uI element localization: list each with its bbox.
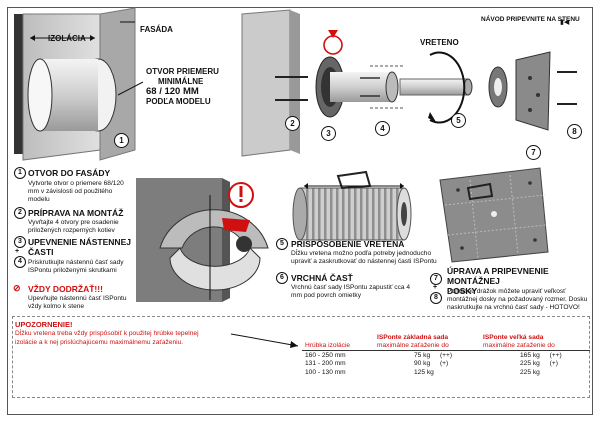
callout-3: 3	[321, 126, 336, 141]
callout-8: 8	[567, 124, 582, 139]
label-hole-size: OTVOR PRIEMERU MINIMÁLNE 68 / 120 MM POD…	[146, 67, 219, 106]
step-4-number: 4	[14, 256, 26, 268]
step-2-title: PRÍPRAVA NA MONTÁŽ	[28, 208, 124, 218]
step-7-number: 7	[430, 273, 442, 285]
step-1-title: OTVOR DO FASÁDY	[28, 168, 111, 178]
wall-icon: ▮◀	[560, 19, 570, 26]
step-6-title: VRCHNÁ ČASŤ	[291, 273, 353, 283]
step-7-plus: +	[433, 284, 438, 291]
threaded-rod-illustration	[292, 170, 412, 241]
callout-7: 7	[526, 145, 541, 160]
step-8-number: 8	[430, 292, 442, 304]
label-fasada: FASÁDA	[140, 25, 173, 34]
step-3-plus: +	[15, 248, 20, 255]
callout-5: 5	[451, 113, 466, 128]
step-6-number: 6	[276, 272, 288, 284]
step-2-number: 2	[14, 207, 26, 219]
table-col1-header: Hrúbka izolácie	[305, 342, 351, 350]
perpendicular-detail	[136, 178, 269, 302]
facade-illustration	[14, 7, 144, 161]
mounting-plate-illustration	[439, 167, 549, 263]
page-frame	[7, 7, 593, 415]
step-5-title: PRISPÔSOBENIE VRETENA	[291, 239, 405, 249]
table-row: 131 - 200 mm 90 kg (+) 225 kg (+)	[305, 360, 558, 368]
callout-2: 2	[285, 116, 300, 131]
notice-box	[12, 316, 590, 398]
notice-text: Dĺžku vretena treba vždy prispôsobiť k p…	[15, 330, 199, 346]
table-col3-sub: maximálne zaťaženie do	[483, 342, 555, 350]
step-1-number: 1	[14, 167, 26, 179]
load-table: ISPonte základná sada ISPonte veľká sada…	[302, 333, 590, 377]
warning-title: VŽDY DODRŽAŤ!!!	[28, 284, 103, 294]
table-col3-title: ISPonte veľká sada	[483, 333, 544, 341]
table-col2-title: ISPonte základná sada	[377, 333, 449, 341]
label-vreteno: VRETENO	[420, 38, 459, 47]
label-izolacia: IZOLÁCIA	[48, 34, 86, 43]
notice-title: UPOZORNENIE!	[15, 320, 73, 329]
table-row: 160 - 250 mm 75 kg (++) 165 kg (++)	[305, 351, 562, 359]
step-5-number: 5	[276, 238, 288, 250]
step-5-text: Dĺžku vretena možno podľa potreby jednod…	[291, 250, 437, 265]
warning-icon: ⊘	[13, 283, 21, 293]
table-col2-sub: maximálne zaťaženie do	[377, 342, 449, 350]
callout-1: 1	[114, 133, 129, 148]
table-row: 100 - 130 mm 125 kg 225 kg	[305, 368, 540, 376]
callout-4: 4	[375, 121, 390, 136]
wall-mount-illustration	[241, 9, 577, 157]
step-3-number: 3	[14, 236, 26, 248]
page-title: NÁVOD PRIPEVNITE NA STENU	[481, 16, 580, 23]
